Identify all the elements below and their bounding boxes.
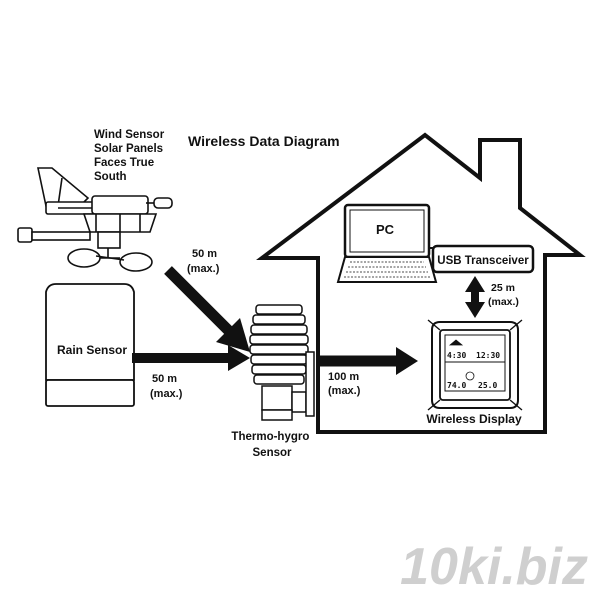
rain-link-arrow-head [228, 345, 250, 371]
display-link-label: 100 m (max.) [328, 371, 362, 397]
wind-link-max: (max.) [187, 263, 220, 275]
wind-sensor-label-line: South [94, 171, 127, 183]
display-link-distance: 100 m [328, 371, 359, 383]
rain-sensor-illustration [45, 283, 135, 407]
display-link-max: (max.) [328, 385, 361, 397]
wind-link-label: 50 m (max.) [187, 248, 220, 275]
usb-transceiver-label: USB Transceiver [437, 255, 529, 267]
wireless-display-label: Wireless Display [426, 412, 522, 426]
rain-sensor-label: Rain Sensor [57, 343, 127, 357]
thermo-hygro-label-line: Sensor [253, 447, 293, 459]
wind-sensor-illustration [17, 167, 173, 272]
display-screen-top-left: 4:30 [447, 351, 466, 360]
thermo-hygro-label: Thermo-hygro Sensor [231, 431, 312, 459]
wind-sensor-label-line: Faces True [94, 157, 154, 169]
thermo-hygro-label-line: Thermo-hygro [231, 431, 309, 443]
usb-link-max: (max.) [488, 296, 519, 308]
display-screen-bottom-right: 25.0 [478, 381, 497, 390]
pc-label: PC [376, 222, 395, 237]
wind-link-arrow-shaft [164, 266, 236, 338]
wind-link-distance: 50 m [192, 248, 217, 260]
wind-sensor-label-line: Solar Panels [94, 143, 163, 155]
wind-link-arrow-head [216, 318, 250, 352]
rain-link-label: 50 m (max.) [150, 373, 183, 400]
display-screen-bottom-left: 74.0 [447, 381, 466, 390]
usb-link-arrow-head-down [465, 302, 485, 318]
rain-link-max: (max.) [150, 388, 183, 400]
wireless-display-illustration [427, 319, 523, 411]
usb-link-arrow-head-up [465, 276, 485, 292]
diagram-title: Wireless Data Diagram [188, 133, 340, 149]
pc-laptop-illustration [336, 203, 438, 283]
rain-link-distance: 50 m [152, 373, 177, 385]
wind-sensor-label-line: Wind Sensor [94, 129, 165, 141]
watermark: 10ki.biz [400, 538, 588, 596]
usb-link-label: 25 m (max.) [488, 282, 519, 308]
wind-sensor-label: Wind Sensor Solar Panels Faces True Sout… [94, 129, 167, 183]
display-screen-top-right: 12:30 [476, 351, 500, 360]
usb-transceiver-box [431, 244, 535, 274]
usb-link-distance: 25 m [491, 282, 515, 294]
display-link-arrow-head [396, 347, 418, 375]
thermo-hygro-sensor-illustration [249, 304, 315, 421]
